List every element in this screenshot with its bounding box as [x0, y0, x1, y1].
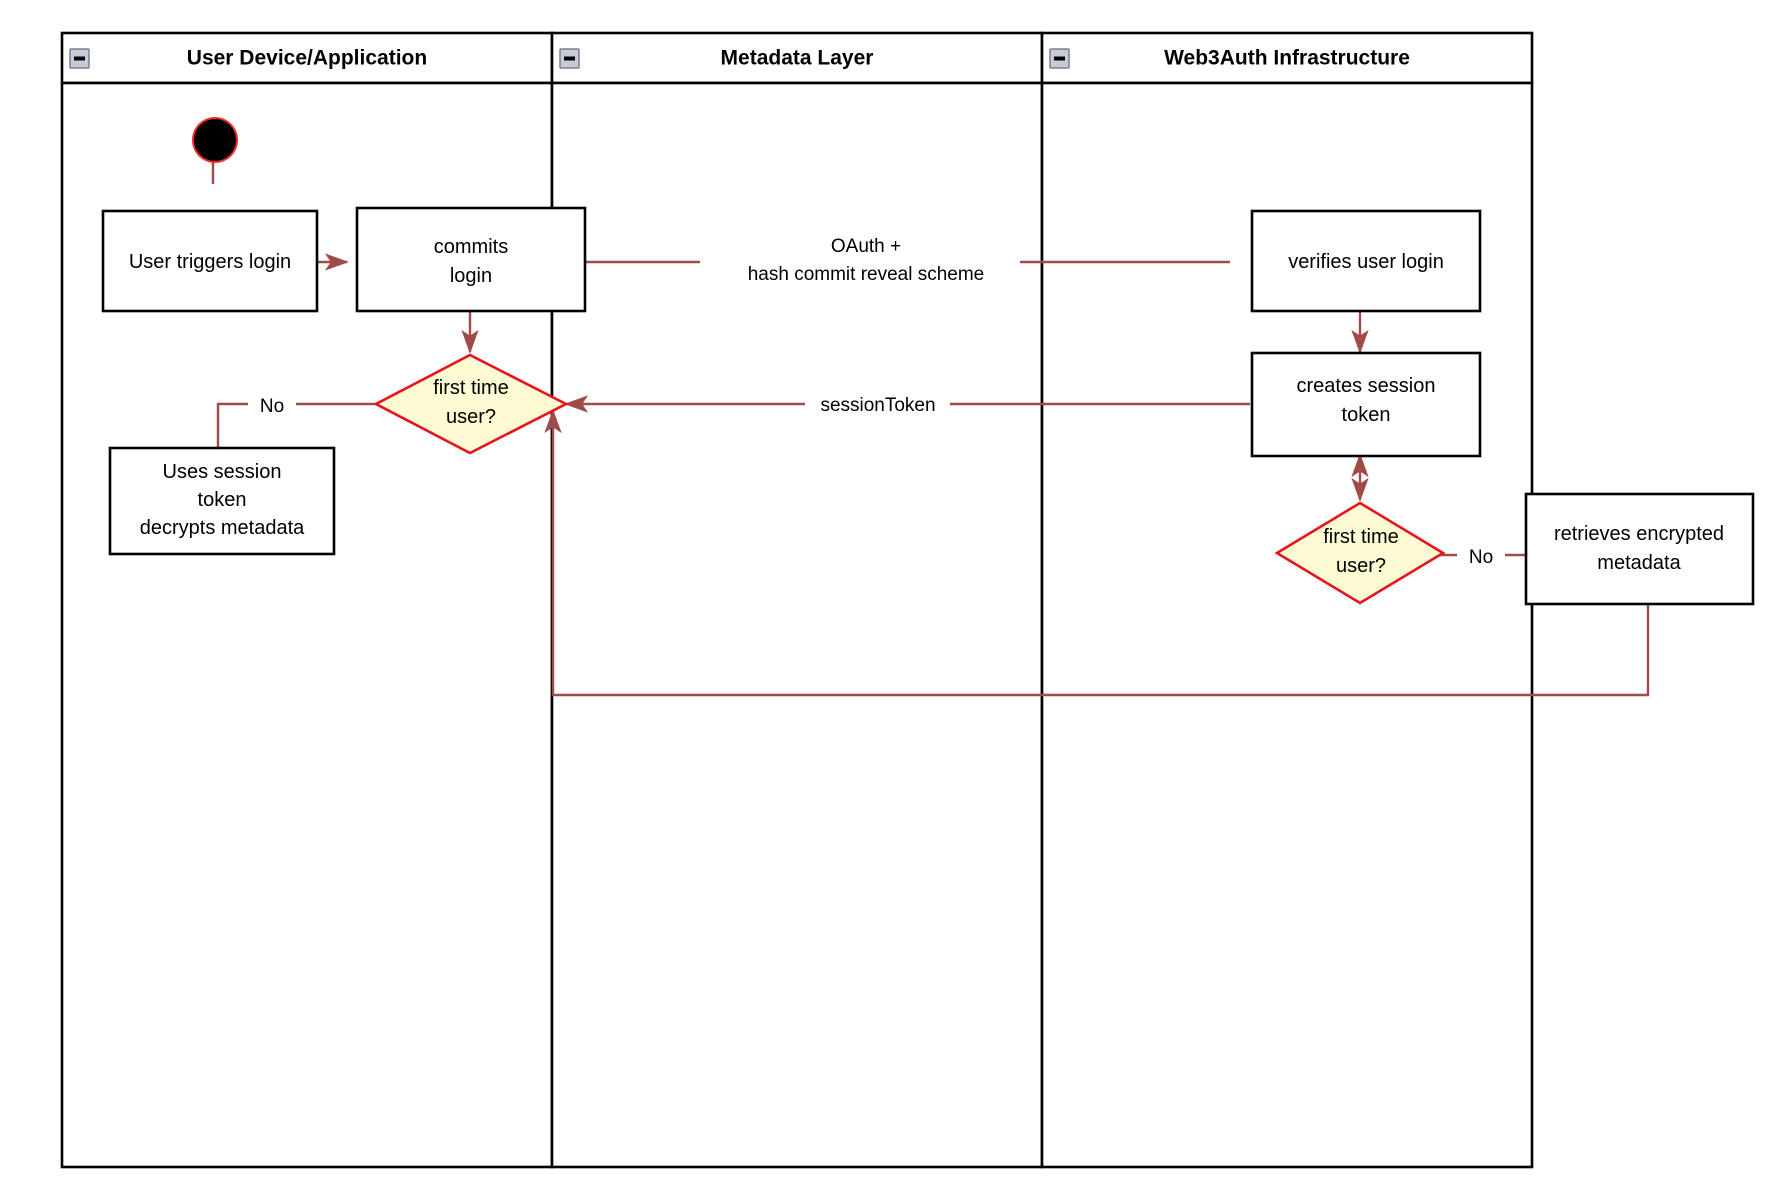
connector-retrieves-encrypted-metadata-return-to-first-time-user-left	[544, 409, 1650, 697]
collapse-minus-icon[interactable]	[69, 48, 90, 69]
node-label-uses-session-token-line2: token	[198, 489, 247, 511]
node-label-first-time-user-left-line1: first time	[433, 377, 509, 399]
lane-title-web3auth: Web3Auth Infrastructure	[1164, 47, 1410, 70]
lane-header-web3auth[interactable]: Web3Auth Infrastructure	[1040, 31, 1534, 85]
node-label-first-time-user-right-line2: user?	[1336, 555, 1386, 577]
lane-header-user-device[interactable]: User Device/Application	[60, 31, 554, 85]
edge-label-no-left: No	[260, 396, 284, 417]
lane-header-metadata[interactable]: Metadata Layer	[550, 31, 1044, 85]
node-label-verifies-user-login: verifies user login	[1288, 251, 1444, 273]
node-user-triggers-login[interactable]: User triggers login	[101, 209, 319, 313]
edge-label-background-session-token	[805, 388, 950, 418]
edge-label-oauth-line1: OAuth +	[831, 236, 901, 257]
edge-label-background-no-right	[1457, 540, 1505, 570]
edge-label-background-oauth	[700, 228, 1020, 286]
node-label-retrieves-encrypted-metadata-line1: retrieves encrypted	[1554, 523, 1724, 545]
node-label-creates-session-token-line1: creates session	[1297, 375, 1436, 397]
node-retrieves-encrypted-metadata[interactable]: retrieves encrypted metadata	[1524, 492, 1755, 606]
node-label-first-time-user-left-line2: user?	[446, 406, 496, 428]
edge-label-no-right: No	[1469, 547, 1493, 568]
lane-title-user-device: User Device/Application	[187, 47, 427, 70]
node-first-time-user-right[interactable]: first time user?	[1274, 501, 1446, 605]
node-label-first-time-user-right-line1: first time	[1323, 526, 1399, 548]
node-first-time-user-left[interactable]: first time user?	[373, 353, 569, 455]
collapse-minus-icon[interactable]	[1049, 48, 1070, 69]
node-verifies-user-login[interactable]: verifies user login	[1250, 209, 1482, 313]
node-creates-session-token[interactable]: creates session token	[1250, 351, 1482, 458]
node-label-uses-session-token-line3: decrypts metadata	[140, 517, 305, 539]
node-label-commits-login-line2: login	[450, 265, 492, 287]
edge-label-session-token: sessionToken	[820, 395, 935, 416]
node-label-retrieves-encrypted-metadata-line2: metadata	[1597, 552, 1681, 574]
connector-first-time-user-left-no-to-uses-session-token	[216, 402, 395, 448]
lane-title-metadata: Metadata Layer	[721, 47, 874, 70]
node-label-uses-session-token-line1: Uses session	[163, 461, 282, 483]
edge-label-background-no-left	[248, 389, 296, 419]
collapse-minus-icon[interactable]	[559, 48, 580, 69]
node-label-commits-login-line1: commits	[434, 236, 508, 258]
node-start[interactable]	[192, 117, 238, 163]
node-commits-login[interactable]: commits login	[355, 206, 587, 313]
edge-label-oauth-line2: hash commit reveal scheme	[748, 264, 985, 285]
node-uses-session-token[interactable]: Uses session token decrypts metadata	[108, 446, 336, 556]
node-label-user-triggers-login: User triggers login	[129, 251, 291, 273]
node-label-creates-session-token-line2: token	[1342, 404, 1391, 426]
